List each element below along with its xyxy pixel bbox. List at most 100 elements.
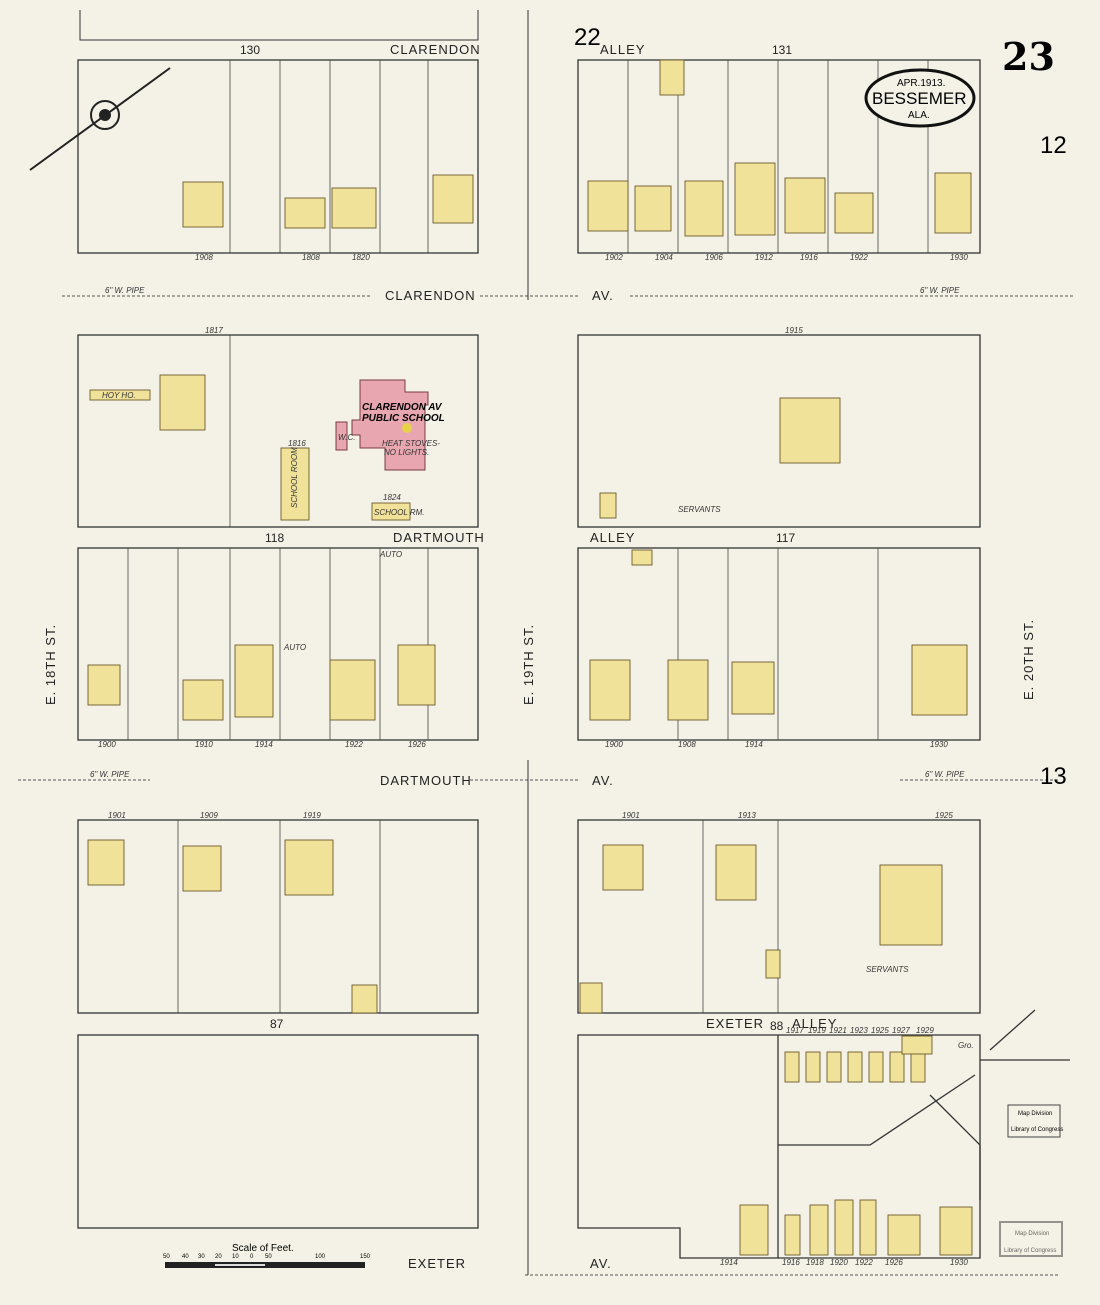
dwelling-building xyxy=(805,1051,821,1083)
dwelling-building xyxy=(879,864,943,946)
city-block xyxy=(77,59,479,254)
house-number: 1926 xyxy=(885,1258,903,1267)
dwelling-building xyxy=(939,1206,973,1256)
dwelling-building xyxy=(351,984,378,1014)
dwelling-building xyxy=(589,659,631,721)
stamp1-line1: Map Division xyxy=(1018,1111,1052,1117)
scale-tick: 40 xyxy=(182,1254,189,1260)
street-dartmouth-av-suffix: AV. xyxy=(592,773,614,788)
dwelling-building xyxy=(634,185,672,232)
scale-tick: 0 xyxy=(250,1254,254,1260)
dwelling-building xyxy=(809,1204,829,1256)
dwelling-building xyxy=(934,172,972,234)
street-dartmouth-top: DARTMOUTH xyxy=(393,530,485,545)
house-number: 1906 xyxy=(705,253,723,262)
street-edges xyxy=(79,10,529,1275)
dwelling-building xyxy=(331,187,377,229)
scale-tick: 50 xyxy=(265,1254,272,1260)
house-number: 1901 xyxy=(622,811,640,820)
house-number: 1900 xyxy=(98,740,116,749)
adjacent-sheet-east-bottom: 13 xyxy=(1040,763,1067,790)
house-number: 1917 xyxy=(786,1026,804,1035)
dwelling-building xyxy=(834,192,874,234)
dwelling-building xyxy=(859,1199,877,1256)
house-number: 1909 xyxy=(200,811,218,820)
house-number: 1908 xyxy=(678,740,696,749)
title-cartouche xyxy=(864,68,976,128)
exeter-alley-name: EXETER xyxy=(706,1016,764,1031)
alley-mid: ALLEY xyxy=(590,530,635,545)
house-number: 1904 xyxy=(655,253,673,262)
street-e-19th: E. 19TH ST. xyxy=(521,624,536,705)
city-block xyxy=(77,1034,479,1229)
scale-tick: 150 xyxy=(360,1254,371,1260)
dwelling-building xyxy=(87,839,125,886)
scale-tick: 20 xyxy=(215,1254,222,1260)
dwelling-building xyxy=(599,492,617,519)
dwelling-building xyxy=(765,949,781,979)
house-number: 1916 xyxy=(782,1258,800,1267)
school-name-line2: PUBLIC SCHOOL xyxy=(362,413,445,424)
auto-label-2: AUTO xyxy=(283,643,306,652)
street-clarendon-av-suffix: AV. xyxy=(592,288,614,303)
library-stamp-2: Map Division Library of Congress xyxy=(999,1221,1063,1257)
house-number: 1900 xyxy=(605,740,623,749)
dwelling-building xyxy=(284,197,326,229)
dwelling-building xyxy=(432,174,474,224)
dwelling-building xyxy=(910,1051,926,1083)
house-number: 1916 xyxy=(800,253,818,262)
school-room-building xyxy=(280,447,310,521)
title-date: APR.1913. xyxy=(897,78,945,89)
house-number: 1914 xyxy=(745,740,763,749)
title-city: BESSEMER xyxy=(872,89,966,108)
dwelling-building xyxy=(731,661,775,715)
house-number: 1820 xyxy=(352,253,370,262)
dwelling-building xyxy=(397,644,436,706)
house-number: 1922 xyxy=(855,1258,873,1267)
street-clarendon-av: CLARENDON xyxy=(385,288,476,303)
school-marker-icon xyxy=(402,423,412,433)
dwelling-building xyxy=(587,180,629,232)
grocery-label: Gro. xyxy=(958,1041,974,1050)
city-block xyxy=(577,819,981,1014)
city-block xyxy=(577,547,981,741)
dwelling-building xyxy=(715,844,757,901)
hoy-house-label: HOY HO. xyxy=(102,391,136,400)
grocery-building xyxy=(901,1035,933,1055)
dwelling-building xyxy=(784,1214,801,1256)
block-number-131: 131 xyxy=(772,43,792,57)
dwelling-building xyxy=(826,1051,842,1083)
house-number: 1930 xyxy=(950,1258,968,1267)
scale-tick: 50 xyxy=(163,1254,170,1260)
scale-tick: 100 xyxy=(315,1254,326,1260)
dwelling-building xyxy=(182,679,224,721)
dwelling-building xyxy=(911,644,968,716)
street-e-18th: E. 18TH ST. xyxy=(43,624,58,705)
stamp2-line2: Library of Congress xyxy=(1004,1248,1056,1254)
adjacent-sheet-north: 22 xyxy=(574,24,601,51)
house-number: 1914 xyxy=(720,1258,738,1267)
block-number-118: 118 xyxy=(265,531,284,545)
dwelling-building xyxy=(284,839,334,896)
pipe-label-1: 6" W. PIPE xyxy=(105,286,145,295)
auto-label-1: AUTO xyxy=(379,550,402,559)
dwelling-building xyxy=(87,664,121,706)
house-number: 1913 xyxy=(738,811,756,820)
dwelling-building xyxy=(234,644,274,718)
servants-label-2: SERVANTS xyxy=(866,965,909,974)
house-number: 1925 xyxy=(935,811,953,820)
house-number: 1914 xyxy=(255,740,273,749)
servants-label-1: SERVANTS xyxy=(678,505,721,514)
house-number: 1930 xyxy=(950,253,968,262)
street-dartmouth-av: DARTMOUTH xyxy=(380,773,472,788)
school-room-label: SCHOOL ROOM xyxy=(290,447,299,508)
water-pipe-lines xyxy=(18,295,1075,1276)
scale-tick: 30 xyxy=(198,1254,205,1260)
dwelling-building xyxy=(602,844,644,891)
house-number: 1901 xyxy=(108,811,126,820)
block-number-130: 130 xyxy=(240,43,260,57)
dwelling-building xyxy=(887,1214,921,1256)
